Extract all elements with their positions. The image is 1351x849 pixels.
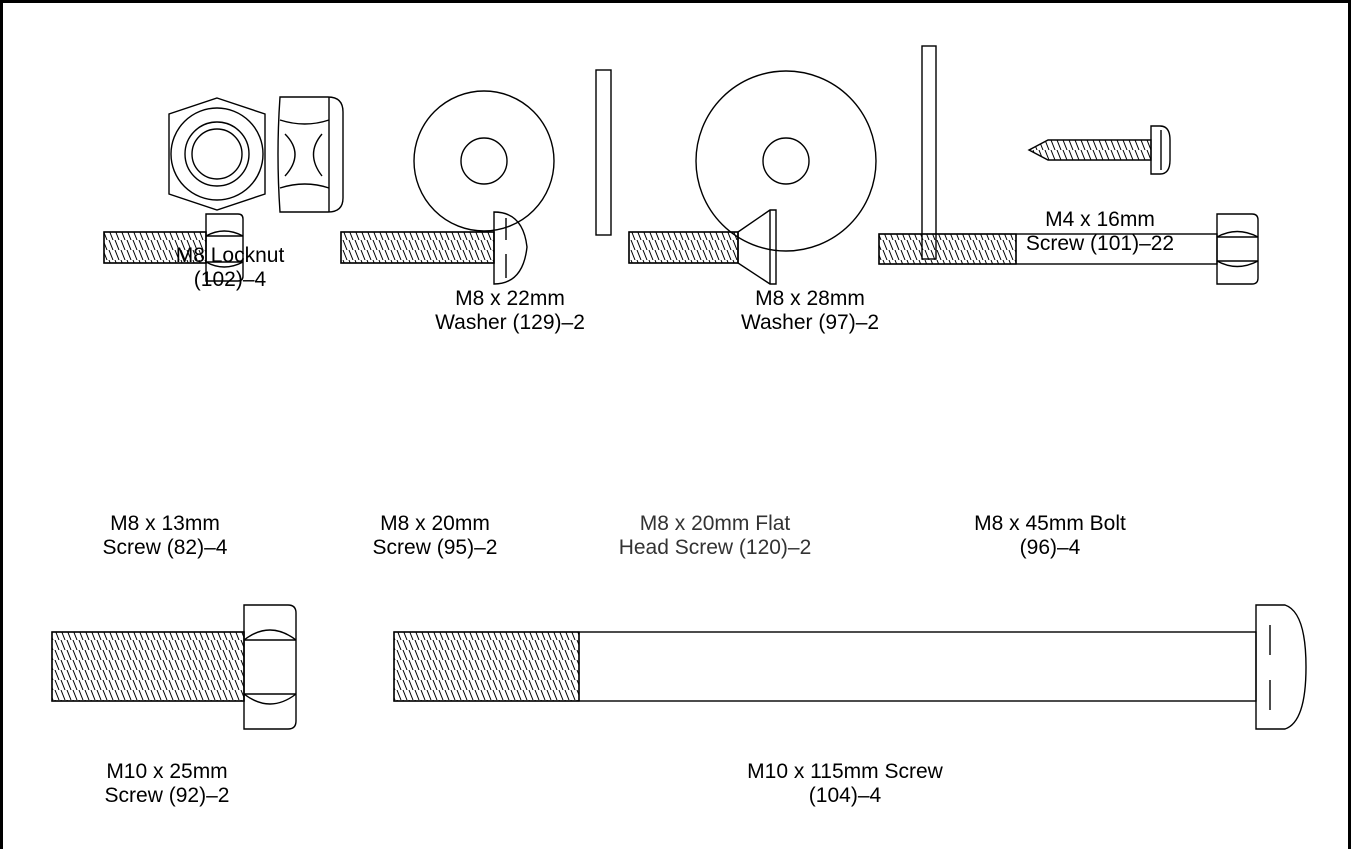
- locknut-drawing: [168, 96, 344, 213]
- screw-25mm-label: M10 x 25mm Screw (92)–2: [82, 760, 252, 808]
- screw-13mm-drawing: [103, 213, 244, 282]
- screw-25mm-drawing: [51, 604, 297, 730]
- part-quantity: Washer (129)–2: [435, 311, 585, 334]
- part-quantity: Washer (97)–2: [740, 311, 880, 334]
- screw-20mm-drawing: [340, 211, 528, 285]
- washer-22mm-drawing: [413, 69, 612, 236]
- screw-16mm-label: M4 x 16mm Screw (101)–22: [1005, 208, 1195, 256]
- part-quantity: Screw (92)–2: [104, 784, 230, 807]
- screw-20mm-label: M8 x 20mm Screw (95)–2: [355, 512, 515, 560]
- part-name: M8 x 13mm: [110, 512, 220, 535]
- part-quantity: Screw (101)–22: [1025, 232, 1175, 255]
- washer-28mm-label: M8 x 28mm Washer (97)–2: [720, 287, 900, 335]
- part-name: M8 x 28mm: [755, 287, 865, 310]
- part-quantity: (104)–4: [808, 784, 882, 807]
- flat-head-screw-20mm-label: M8 x 20mm Flat Head Screw (120)–2: [590, 512, 840, 560]
- locknut-label: M8 Locknut (102)–4: [155, 244, 305, 292]
- part-name: M10 x 115mm Screw: [747, 760, 943, 783]
- part-quantity: (96)–4: [1019, 536, 1081, 559]
- bolt-45mm-label: M8 x 45mm Bolt (96)–4: [950, 512, 1150, 560]
- flat-head-screw-20mm-drawing: [628, 209, 777, 285]
- screw-13mm-label: M8 x 13mm Screw (82)–4: [90, 512, 240, 560]
- screw-16mm-drawing: [1027, 125, 1171, 175]
- part-name: M8 x 20mm Flat: [639, 512, 791, 535]
- part-quantity: Screw (95)–2: [372, 536, 498, 559]
- washer-28mm-drawing: [695, 45, 937, 260]
- part-name: M10 x 25mm: [106, 760, 228, 783]
- screw-115mm-label: M10 x 115mm Screw (104)–4: [715, 760, 975, 808]
- screw-115mm-drawing: [393, 604, 1307, 730]
- part-name: M8 x 22mm: [455, 287, 565, 310]
- bolt-45mm-drawing: [878, 213, 1259, 285]
- part-name: M8 x 20mm: [380, 512, 490, 535]
- part-name: M8 Locknut: [175, 244, 285, 267]
- part-name: M4 x 16mm: [1045, 208, 1155, 231]
- part-quantity: Head Screw (120)–2: [618, 536, 812, 559]
- part-quantity: (102)–4: [193, 268, 267, 291]
- part-quantity: Screw (82)–4: [102, 536, 228, 559]
- part-name: M8 x 45mm Bolt: [974, 512, 1126, 535]
- washer-22mm-label: M8 x 22mm Washer (129)–2: [415, 287, 605, 335]
